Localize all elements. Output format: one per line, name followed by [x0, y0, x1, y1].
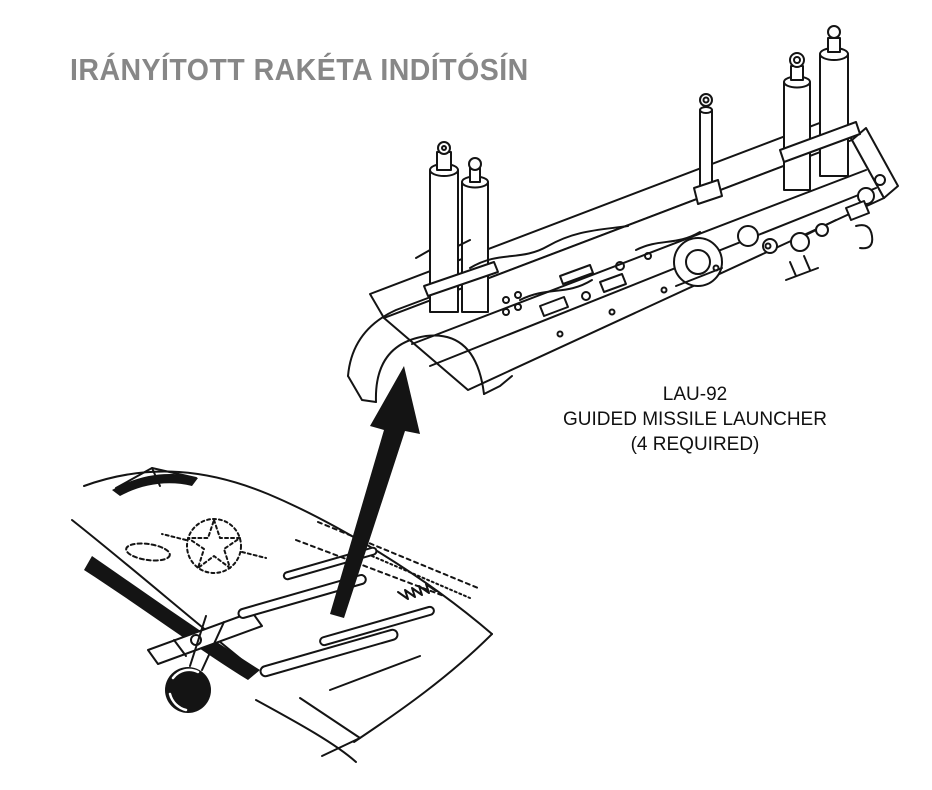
launcher-callout: LAU-92 GUIDED MISSILE LAUNCHER (4 REQUIR…: [540, 382, 850, 457]
landing-gear-wheel: [165, 667, 211, 713]
launcher-right-cylinders: [779, 25, 861, 191]
launcher-center-rod: [693, 93, 723, 205]
launcher-left-cylinders: [415, 141, 499, 313]
aircraft-illustration: [71, 467, 493, 763]
callout-quantity: (4 REQUIRED): [630, 434, 760, 455]
launcher-saddle: [347, 291, 513, 403]
callout-model-number: LAU-92: [662, 384, 728, 405]
launcher-illustration: [347, 25, 899, 403]
figure-title: IRÁNYÍTOTT RAKÉTA INDÍTÓSÍN: [70, 52, 529, 87]
landing-gear: [165, 615, 225, 713]
pointer-arrow: [330, 366, 420, 618]
star-insignia: [161, 518, 267, 574]
callout-part-name: GUIDED MISSILE LAUNCHER: [563, 409, 827, 430]
